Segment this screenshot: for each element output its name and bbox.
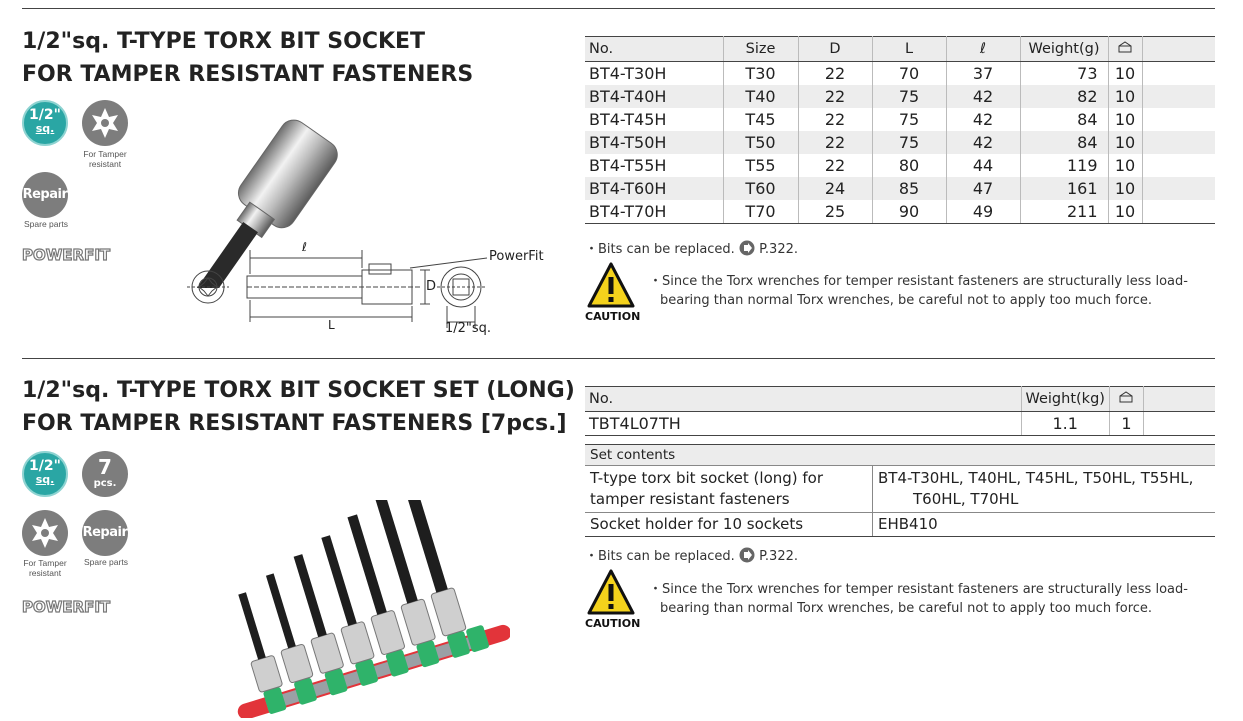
- col-l-small: ℓ: [946, 36, 1021, 62]
- dimension-drawing: [187, 250, 488, 328]
- set-contents-table: Set contents T-type torx bit socket (lon…: [585, 444, 1215, 537]
- repair-badge-2: Repair: [82, 510, 128, 556]
- drive-dim-label: 1/2"sq.: [445, 321, 492, 336]
- torx-star-icon: [84, 102, 126, 144]
- caution-text-1: ・Since the Torx wrenches for temper resi…: [649, 274, 1188, 308]
- col-d: D: [798, 36, 873, 62]
- drive-size-badge-2: 1/2" sq.: [22, 451, 68, 497]
- col-size: Size: [723, 36, 799, 62]
- bits-replace-note-1: ・Bits can be replaced. P.322.: [585, 240, 799, 257]
- torx-star-icon: [24, 512, 66, 554]
- table-row: TBT4L07TH 1.1 1: [585, 411, 1215, 436]
- col-no: No.: [585, 36, 724, 62]
- socket-set-image: [237, 500, 510, 718]
- section1-title: 1/2"sq. T-TYPE TORX BIT SOCKET FOR TAMPE…: [22, 26, 473, 92]
- page-ref-link[interactable]: P.322.: [759, 242, 799, 257]
- dim-l-small-label: ℓ: [302, 240, 307, 254]
- powerfit-logo: POWERFIT: [21, 245, 111, 264]
- tamper-torx-badge: [82, 100, 128, 146]
- drive-size-badge: 1/2" sq.: [22, 100, 68, 146]
- set-contents-row: Socket holder for 10 sockets EHB410: [585, 513, 1215, 537]
- col-weight-2: Weight(kg): [1021, 386, 1110, 412]
- col-l: L: [872, 36, 947, 62]
- set-contents-header: Set contents: [585, 444, 1215, 466]
- powerfit-logo-2: POWERFIT: [21, 597, 111, 616]
- caution-label-1: CAUTION: [585, 310, 641, 323]
- top-divider: [22, 8, 1215, 9]
- repair-caption: Spare parts: [24, 219, 68, 229]
- col-weight: Weight(g): [1020, 36, 1109, 62]
- page-ref-link-2[interactable]: P.322.: [759, 549, 799, 564]
- col-blank-2: [1143, 386, 1215, 412]
- col-blank: [1142, 36, 1215, 62]
- qty-box-icon: [1118, 41, 1132, 53]
- spec-table-2: No. Weight(kg) TBT4L07TH 1.1 1: [585, 386, 1215, 436]
- dim-l-label: L: [328, 318, 335, 332]
- caution-triangle-icon: [587, 262, 635, 308]
- arrow-ref-icon: [739, 547, 755, 563]
- section2-title-line1: 1/2"sq. T-TYPE TORX BIT SOCKET SET (LONG…: [22, 378, 575, 403]
- torx-socket-image: [188, 119, 338, 288]
- col-qty: [1108, 36, 1143, 62]
- caution-label-2: CAUTION: [585, 617, 641, 630]
- qty-box-icon: [1119, 391, 1133, 403]
- section-divider: [22, 358, 1215, 359]
- pcs-count-badge: 7 pcs.: [82, 451, 128, 497]
- arrow-ref-icon: [739, 240, 755, 256]
- powerfit-callout: PowerFit: [489, 249, 544, 264]
- col-qty-2: [1109, 386, 1144, 412]
- tamper-torx-badge-2: [22, 510, 68, 556]
- caution-triangle-icon: [587, 569, 635, 615]
- section1-title-line1: 1/2"sq. T-TYPE TORX BIT SOCKET: [22, 29, 426, 54]
- bits-replace-note-2: ・Bits can be replaced. P.322.: [585, 547, 799, 564]
- section2-title: 1/2"sq. T-TYPE TORX BIT SOCKET SET (LONG…: [22, 375, 575, 441]
- section2-title-line2: FOR TAMPER RESISTANT FASTENERS [7pcs.]: [22, 411, 567, 436]
- col-no-2: No.: [585, 386, 1022, 412]
- dim-d-label: D: [426, 279, 437, 294]
- repair-caption-2: Spare parts: [84, 557, 128, 567]
- section1-title-line2: FOR TAMPER RESISTANT FASTENERS: [22, 62, 474, 87]
- repair-badge: Repair: [22, 172, 68, 218]
- caution-text-2: ・Since the Torx wrenches for temper resi…: [649, 582, 1188, 616]
